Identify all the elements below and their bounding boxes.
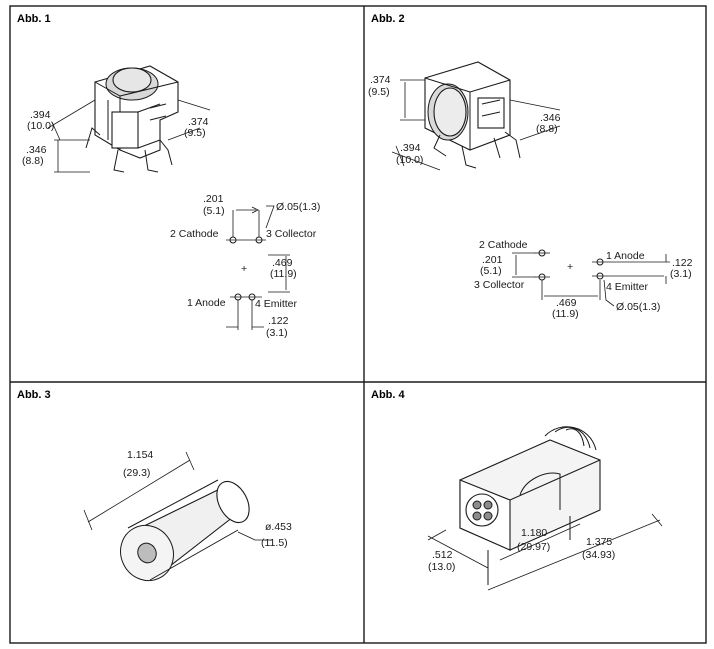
fp-pin3: 3 Collector (474, 279, 525, 291)
dim-width-mm: (10.0) (396, 154, 423, 166)
fp-center: + (241, 263, 247, 275)
dim-height-mm: (9.5) (368, 86, 390, 98)
fp-center: + (567, 261, 573, 273)
battery-holder-drawing (459, 426, 601, 585)
fp-hole-dia: Ø.05(1.3) (276, 201, 320, 213)
dim-body-length-mm: (29.97) (517, 541, 550, 553)
fp-row-spacing: .469 (272, 257, 293, 269)
dim-height-mm: (13.0) (428, 561, 455, 573)
panel-title: Abb. 3 (17, 389, 51, 401)
fp-pin-pitch-mm: (3.1) (670, 268, 692, 280)
dim-diameter: ø.453 (265, 521, 292, 533)
fp-hole-dia: Ø.05(1.3) (616, 301, 660, 313)
panel-abb2: Abb. 2 .374 (9.5) .346 (8.8) .394 (10.0)… (368, 13, 693, 320)
panel-abb3: Abb. 3 1.154 (29.3) ø.453 (11.5) (17, 389, 292, 582)
fp-pitch: .201 (482, 254, 503, 266)
dim-depth-mm: (9.5) (184, 127, 206, 139)
fp-pitch-mm: (5.1) (480, 265, 502, 277)
dim-width-mm: (10.0) (27, 120, 54, 132)
footprint-2: 2 Cathode .201 (5.1) 3 Collector + 1 Ano… (474, 239, 693, 320)
panel-title: Abb. 4 (371, 389, 405, 401)
dim-depth-mm: (8.8) (536, 123, 558, 135)
fp-pin2: 2 Cathode (170, 228, 219, 240)
fp-pin-pitch: .122 (672, 257, 693, 269)
dim-depth: .374 (188, 116, 209, 128)
dim-length-mm: (29.3) (123, 467, 150, 479)
dim-total-length-mm: (34.93) (582, 549, 615, 561)
dim-height: .346 (26, 144, 47, 156)
dim-depth: .346 (540, 112, 561, 124)
dim-height: .512 (432, 549, 453, 561)
dim-body-length: 1.180 (521, 527, 547, 539)
dim-width: .394 (30, 109, 51, 121)
fp-row-spacing-mm: (11.9) (270, 268, 297, 280)
dim-total-length: 1.375 (586, 536, 612, 548)
dim-height-mm: (8.8) (22, 155, 44, 167)
panel-title: Abb. 1 (17, 13, 51, 25)
footprint-1: .201 .201 (5.1) Ø.05(1.3) 2 Cathode 3 Co… (170, 193, 320, 339)
dim-width: .394 (400, 142, 421, 154)
fp-pin-pitch: .122 (268, 315, 289, 327)
dim-height: .374 (370, 74, 391, 86)
optocoupler-drawing-1 (85, 65, 179, 173)
fp-pin4: 4 Emitter (255, 298, 298, 310)
dim-diameter-mm: (11.5) (261, 537, 288, 549)
fp-pin3: 3 Collector (266, 228, 317, 240)
fp-row-spacing-mm: (11.9) (552, 308, 579, 320)
fp-row-spacing: .469 (556, 297, 577, 309)
fp-pitch-mm: (5.1) (203, 205, 225, 217)
fp-pin2: 2 Cathode (479, 239, 528, 251)
fp-pin1: 1 Anode (187, 297, 226, 309)
fp-pin4: 4 Emitter (606, 281, 649, 293)
panel-title: Abb. 2 (371, 13, 405, 25)
fp-pin-pitch-mm: (3.1) (266, 327, 288, 339)
fp-pitch-in: .201 (203, 193, 224, 205)
panel-abb1: Abb. 1 .394 (10.0) .374 (9.5) .346 (8.8) (17, 13, 320, 339)
drawing-frame (9, 5, 707, 644)
optocoupler-drawing-2 (424, 61, 521, 169)
dim-length: 1.154 (127, 449, 153, 461)
fp-pin1: 1 Anode (606, 250, 645, 262)
panel-abb4: Abb. 4 .512 (13.0) 1.180 (29.97) 1.375 (… (371, 389, 663, 591)
battery-cell-drawing (120, 479, 250, 582)
